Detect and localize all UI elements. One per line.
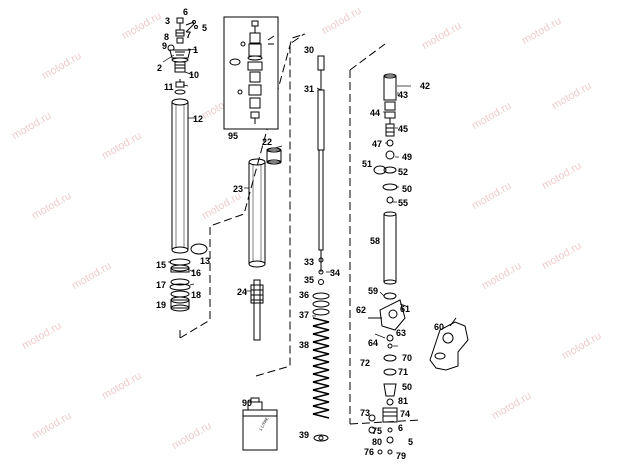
part-label: 34 — [330, 268, 341, 278]
cartridge-group — [248, 147, 282, 341]
part-label: 18 — [191, 290, 202, 300]
part-label: 76 — [364, 447, 375, 457]
part-label: 33 — [304, 257, 315, 267]
damper-rod — [317, 55, 325, 285]
right-assembly — [368, 73, 406, 455]
part-label: 45 — [398, 124, 409, 134]
part-label: 50 — [402, 184, 413, 194]
part-label: 62 — [356, 305, 367, 315]
part-label: 23 — [233, 184, 244, 194]
part-label: 44 — [370, 108, 381, 118]
part-label: 58 — [370, 236, 381, 246]
spring-group — [312, 292, 330, 442]
part-label: 16 — [191, 268, 202, 278]
part-label: 5 — [202, 23, 208, 33]
part-label: 7 — [186, 30, 192, 40]
part-label: 3 — [165, 16, 171, 26]
part-label: 95 — [228, 131, 239, 141]
part-label: 75 — [372, 426, 383, 436]
part-label: 37 — [299, 310, 310, 320]
part-label: 11 — [164, 82, 174, 92]
part-label: 59 — [368, 286, 379, 296]
axle-clamp — [429, 317, 469, 371]
part-label: 47 — [372, 139, 383, 149]
part-label: 81 — [398, 396, 409, 406]
part-label: 1 — [193, 45, 199, 55]
part-label: 12 — [193, 114, 204, 124]
part-label: 15 — [156, 260, 167, 270]
part-label: 90 — [242, 398, 253, 408]
part-label: 24 — [237, 287, 248, 297]
part-label: 10 — [189, 70, 200, 80]
part-label: 13 — [200, 256, 211, 266]
part-label: 31 — [304, 84, 315, 94]
part-label: 39 — [299, 430, 310, 440]
part-label: 5 — [408, 437, 414, 447]
part-label: 51 — [362, 159, 373, 169]
part-label: 80 — [372, 437, 383, 447]
seal-stack — [169, 258, 191, 312]
part-label: 36 — [299, 290, 310, 300]
part-label: 70 — [402, 353, 413, 363]
part-label: 71 — [398, 367, 409, 377]
part-label: 49 — [402, 152, 413, 162]
part-label: 55 — [398, 198, 409, 208]
part-label: 74 — [400, 409, 411, 419]
part-label: 2 — [157, 63, 163, 73]
part-label: 79 — [396, 451, 407, 461]
part-label: 22 — [262, 137, 273, 147]
boundary-lines — [179, 33, 421, 425]
part-label: 72 — [360, 358, 371, 368]
part-label: 52 — [398, 167, 409, 177]
part-label: 35 — [304, 275, 315, 285]
oil-can — [242, 397, 278, 451]
part-label: 63 — [396, 328, 407, 338]
part-label: 42 — [420, 81, 431, 91]
part-label: 6 — [398, 423, 404, 433]
outer-tube — [171, 89, 208, 255]
part-label: 38 — [299, 340, 310, 350]
part-label: 73 — [360, 408, 371, 418]
part-label: 17 — [156, 280, 167, 290]
fork-cap-group — [167, 17, 198, 88]
part-label: 30 — [304, 45, 315, 55]
part-label: 50 — [402, 382, 413, 392]
part-label: 8 — [164, 32, 170, 42]
part-label: 64 — [368, 338, 379, 348]
part-label: 9 — [162, 41, 168, 51]
part-label: 60 — [434, 322, 445, 332]
part-label: 19 — [156, 300, 167, 310]
inset-box — [223, 16, 279, 130]
leader-lines — [162, 48, 411, 347]
part-label: 61 — [400, 304, 411, 314]
part-label: 6 — [183, 7, 189, 17]
part-label: 43 — [398, 90, 409, 100]
